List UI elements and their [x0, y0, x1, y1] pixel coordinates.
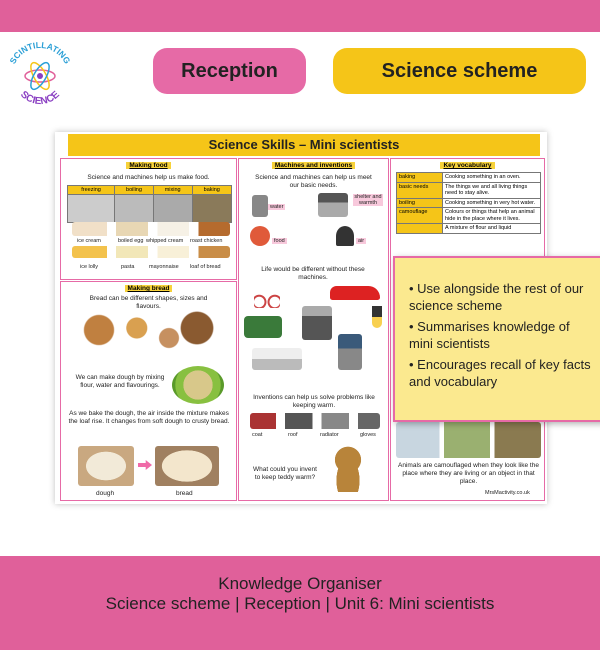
note-bullet: Summarises knowledge of mini scientists [409, 318, 597, 352]
dough-text: We can make dough by mixing flour, water… [75, 374, 165, 389]
making-food-intro: Science and machines help us make food. [87, 174, 210, 181]
food-image-row [72, 246, 230, 258]
pizza-image [250, 226, 270, 246]
bed-image [252, 348, 302, 370]
science-scheme-pill[interactable]: Science scheme [333, 48, 586, 94]
food-image-row [72, 222, 230, 236]
machines-heading: Machines and inventions [239, 162, 388, 169]
top-bar [0, 0, 600, 32]
footer-subtitle: Science scheme | Reception | Unit 6: Min… [105, 594, 495, 613]
teddy-question: What could you invent to keep teddy warm… [253, 466, 317, 481]
vocabulary-heading: Key vocabulary [391, 162, 544, 169]
credit-text: MrsMactivity.co.uk [485, 490, 530, 496]
arrow-icon [138, 460, 152, 470]
food-label: pasta [121, 264, 135, 270]
need-label: air [356, 238, 367, 244]
sheet-title: Science Skills – Mini scientists [68, 134, 540, 156]
need-label: water [268, 204, 286, 210]
reception-pill[interactable]: Reception [153, 48, 306, 94]
svg-text:SCIENCE: SCIENCE [18, 89, 62, 107]
bake-text: As we bake the dough, the air inside the… [68, 410, 230, 425]
warm-items-image [250, 413, 380, 429]
person-image [336, 226, 354, 246]
footer-title: Knowledge Organiser [218, 574, 382, 593]
vocab-definition: A mixture of flour and liquid [442, 223, 541, 234]
warm-label: coat [252, 432, 263, 438]
warm-label: roof [288, 432, 298, 438]
bread-image [155, 446, 219, 486]
teddy-image [330, 446, 366, 492]
scintillating-science-logo: SCINTILLATING SCIENCE [7, 40, 72, 107]
food-col: boiling [114, 185, 154, 195]
food-col: baking [191, 185, 233, 195]
vocab-definition: The things we and all living things need… [442, 181, 541, 199]
dough-label: dough [96, 490, 115, 497]
vocab-term: camouflage [396, 207, 443, 224]
dough-image [78, 446, 134, 486]
vocab-definition: Cooking something in very hot water. [442, 197, 541, 208]
vocab-definition: Cooking something in an oven. [442, 172, 541, 183]
warm-label: gloves [360, 432, 376, 438]
lightbulb-image [372, 306, 382, 328]
footer-banner: Knowledge Organiser Science scheme | Rec… [0, 556, 600, 650]
house-image [318, 193, 348, 217]
food-col: mixing [152, 185, 193, 195]
vocab-definition: Colours or things that help an animal hi… [442, 207, 541, 224]
food-table: freezing boiling mixing baking [66, 185, 233, 223]
vocab-term: boiling [396, 197, 443, 208]
food-label: whipped cream [146, 238, 184, 244]
bread-label: bread [176, 490, 193, 497]
mixing-bowl-image [172, 366, 224, 404]
making-food-heading: Making food [61, 162, 236, 169]
table-row: A mixture of flour and liquid [396, 223, 541, 234]
camouflage-caption: Animals are camouflaged when they look l… [398, 462, 539, 485]
vocab-term: baking [396, 172, 443, 183]
summary-note: Use alongside the rest of our science sc… [393, 256, 600, 422]
making-bread-heading: Making bread [61, 285, 236, 292]
well-image [338, 334, 362, 370]
need-label: shelter and warmth [353, 194, 383, 206]
warm-label: radiator [320, 432, 339, 438]
food-label: ice cream [77, 238, 101, 244]
machines-intro: Science and machines can help us meet ou… [255, 174, 372, 189]
bread-shapes-image [78, 310, 218, 350]
bike-image [254, 288, 280, 308]
need-label: food [272, 238, 287, 244]
svg-text:SCINTILLATING: SCINTILLATING [7, 40, 72, 66]
vocab-term [396, 223, 443, 234]
car-image [330, 286, 380, 300]
making-bread-intro: Bread can be different shapes, sizes and… [89, 295, 208, 310]
food-col: freezing [66, 185, 116, 195]
food-label: loaf of bread [190, 264, 221, 270]
note-bullet: Encourages recall of key facts and vocab… [409, 356, 597, 390]
warm-text: Inventions can help us solve problems li… [253, 394, 375, 409]
life-text: Life would be different without these ma… [261, 266, 365, 281]
camouflage-images [396, 422, 541, 458]
vocab-term: basic needs [396, 181, 443, 199]
food-label: ice lolly [80, 264, 99, 270]
food-label: mayonnaise [149, 264, 179, 270]
tap-image [252, 195, 268, 217]
food-label: boiled egg [118, 238, 144, 244]
note-bullet: Use alongside the rest of our science sc… [409, 280, 597, 314]
oven-image [302, 306, 332, 340]
tractor-image [244, 316, 282, 338]
food-label: roast chicken [190, 238, 223, 244]
